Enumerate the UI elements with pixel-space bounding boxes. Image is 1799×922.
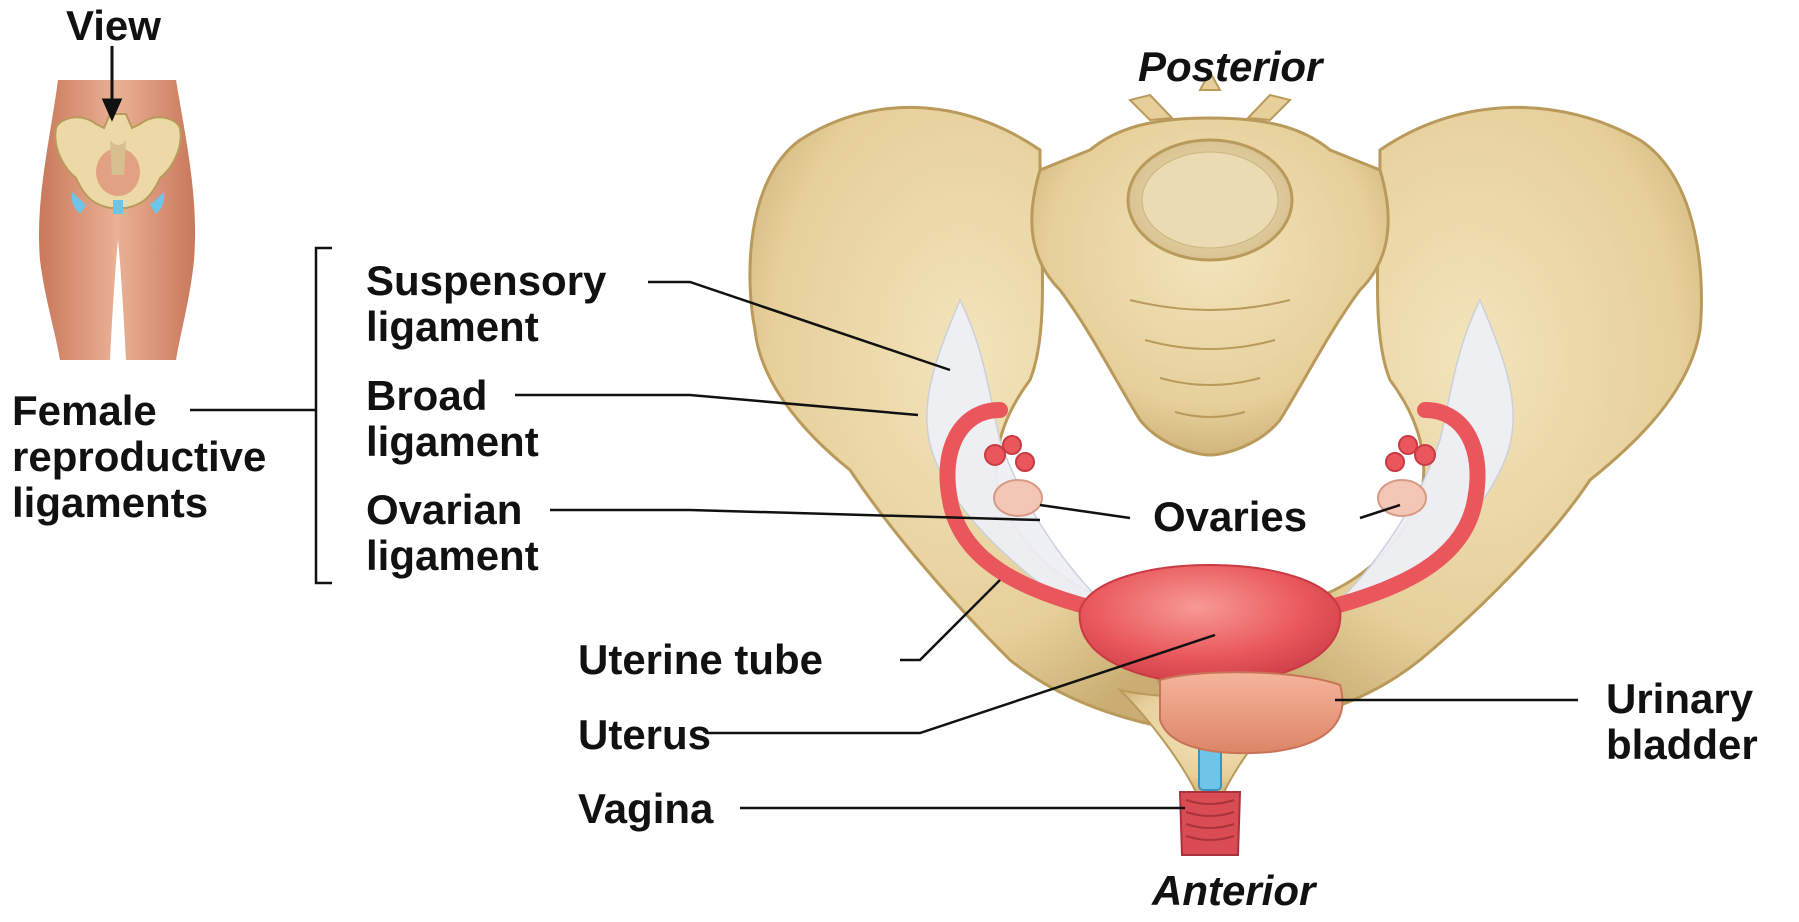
vagina-shape (1180, 792, 1240, 855)
group-label-line-2: reproductive (12, 434, 266, 480)
uterus-label: Uterus (578, 712, 711, 758)
urinary-bladder-label: Urinary bladder (1606, 676, 1758, 768)
uterine-tube-label: Uterine tube (578, 637, 823, 683)
group-label-line-1: Female (12, 388, 266, 434)
broad-ligament-line-1: Broad (366, 373, 539, 419)
broad-ligament-label: Broad ligament (366, 373, 539, 465)
group-label-line-3: ligaments (12, 480, 266, 526)
view-label: View (66, 3, 161, 49)
inset-body-figure (39, 80, 195, 360)
ovarian-ligament-line-1: Ovarian (366, 487, 539, 533)
urinary-bladder-line-2: bladder (1606, 722, 1758, 768)
ovarian-ligament-line-2: ligament (366, 533, 539, 579)
ovarian-ligament-label: Ovarian ligament (366, 487, 539, 579)
suspensory-ligament-label: Suspensory ligament (366, 258, 606, 350)
anterior-label: Anterior (1152, 868, 1315, 914)
bladder-shape (1160, 672, 1342, 753)
urinary-bladder-line-1: Urinary (1606, 676, 1758, 722)
suspensory-ligament-line-1: Suspensory (366, 258, 606, 304)
posterior-label: Posterior (1138, 44, 1322, 90)
vagina-label: Vagina (578, 786, 713, 832)
ovaries-label: Ovaries (1153, 494, 1307, 540)
broad-ligament-line-2: ligament (366, 419, 539, 465)
bracket (316, 248, 332, 583)
female-reproductive-ligaments-label: Female reproductive ligaments (12, 388, 266, 526)
suspensory-ligament-line-2: ligament (366, 304, 606, 350)
